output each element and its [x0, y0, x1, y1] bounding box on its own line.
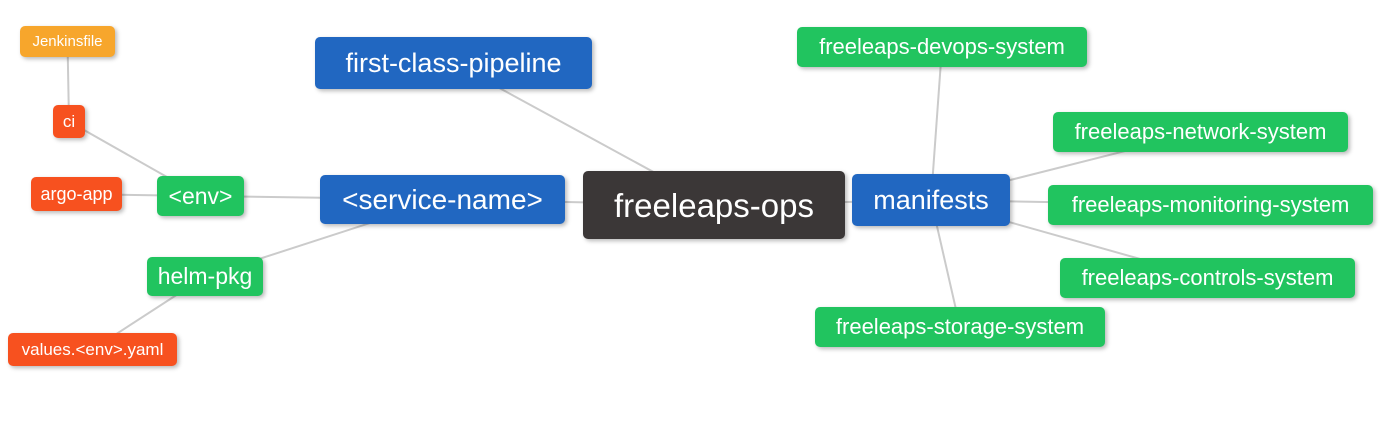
- node-freeleaps-ops-label: freeleaps-ops: [614, 186, 814, 224]
- node-freeleaps-network-system-label: freeleaps-network-system: [1074, 119, 1327, 144]
- node-freeleaps-network-system[interactable]: freeleaps-network-system: [1053, 112, 1348, 152]
- node-first-class-pipeline-label: first-class-pipeline: [345, 47, 562, 78]
- node-jenkinsfile-label: Jenkinsfile: [32, 33, 103, 50]
- node-freeleaps-devops-system-label: freeleaps-devops-system: [819, 34, 1065, 59]
- node-values-env-yaml[interactable]: values.<env>.yaml: [8, 333, 177, 366]
- node-freeleaps-storage-system-label: freeleaps-storage-system: [835, 314, 1085, 339]
- node-freeleaps-controls-system[interactable]: freeleaps-controls-system: [1060, 258, 1355, 298]
- node-freeleaps-monitoring-system[interactable]: freeleaps-monitoring-system: [1048, 185, 1373, 225]
- node-argo-app-label: argo-app: [40, 184, 113, 204]
- node-helm-pkg[interactable]: helm-pkg: [147, 257, 263, 296]
- node-service-name[interactable]: <service-name>: [320, 175, 565, 224]
- node-env[interactable]: <env>: [157, 176, 244, 216]
- node-jenkinsfile[interactable]: Jenkinsfile: [20, 26, 115, 57]
- node-freeleaps-storage-system[interactable]: freeleaps-storage-system: [815, 307, 1105, 347]
- node-ci-label: ci: [62, 112, 76, 131]
- node-service-name-label: <service-name>: [342, 183, 543, 215]
- node-manifests[interactable]: manifests: [852, 174, 1010, 226]
- node-freeleaps-controls-system-label: freeleaps-controls-system: [1081, 265, 1334, 290]
- node-first-class-pipeline[interactable]: first-class-pipeline: [315, 37, 592, 89]
- node-helm-pkg-label: helm-pkg: [157, 263, 253, 289]
- node-freeleaps-ops-root[interactable]: freeleaps-ops: [583, 171, 845, 239]
- node-values-env-yaml-label: values.<env>.yaml: [21, 340, 164, 359]
- node-env-label: <env>: [168, 182, 233, 209]
- node-argo-app[interactable]: argo-app: [31, 177, 122, 211]
- node-ci[interactable]: ci: [53, 105, 85, 138]
- node-manifests-label: manifests: [873, 184, 989, 215]
- node-freeleaps-devops-system[interactable]: freeleaps-devops-system: [797, 27, 1087, 67]
- node-freeleaps-monitoring-system-label: freeleaps-monitoring-system: [1071, 192, 1350, 217]
